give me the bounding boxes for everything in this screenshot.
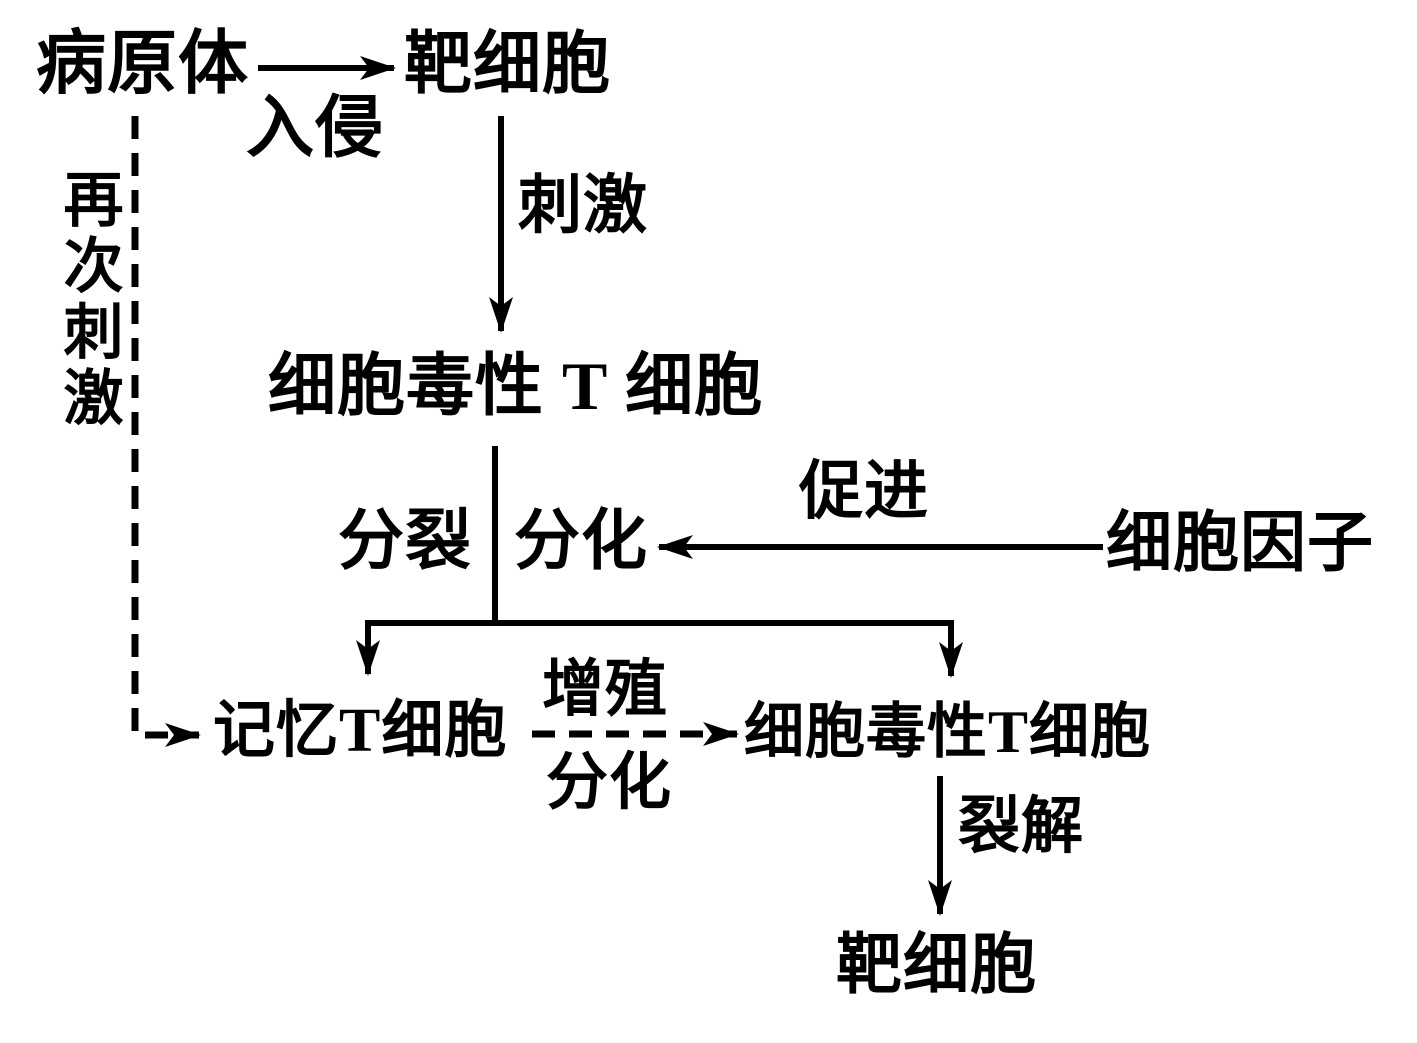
label-lyse: 裂解	[958, 793, 1085, 861]
label-invade: 入侵	[246, 90, 385, 166]
label-re-stimulate: 再次刺激	[55, 168, 121, 432]
label-promote: 促进	[799, 456, 929, 527]
node-memory-t-cell: 记忆T细胞	[213, 697, 508, 765]
node-cytotoxic-t-effector: 细胞毒性T细胞	[744, 699, 1152, 765]
split-stem-line	[368, 446, 951, 626]
re-stimulate-dashed-arrow	[131, 116, 201, 747]
node-target-cell-bottom: 靶细胞	[836, 929, 1037, 1002]
node-pathogen: 病原体	[36, 26, 249, 103]
node-cytotoxic-t-primary: 细胞毒性 T 细胞	[268, 348, 764, 424]
label-stimulate: 刺激	[518, 170, 648, 241]
label-proliferate: 增殖	[542, 656, 669, 724]
label-division: 分裂	[338, 505, 472, 578]
node-target-cell-top: 靶细胞	[404, 26, 612, 102]
label-differentiate: 分化	[546, 749, 673, 817]
node-cytokine: 细胞因子	[1106, 507, 1374, 580]
label-differentiation: 分化	[514, 505, 648, 578]
